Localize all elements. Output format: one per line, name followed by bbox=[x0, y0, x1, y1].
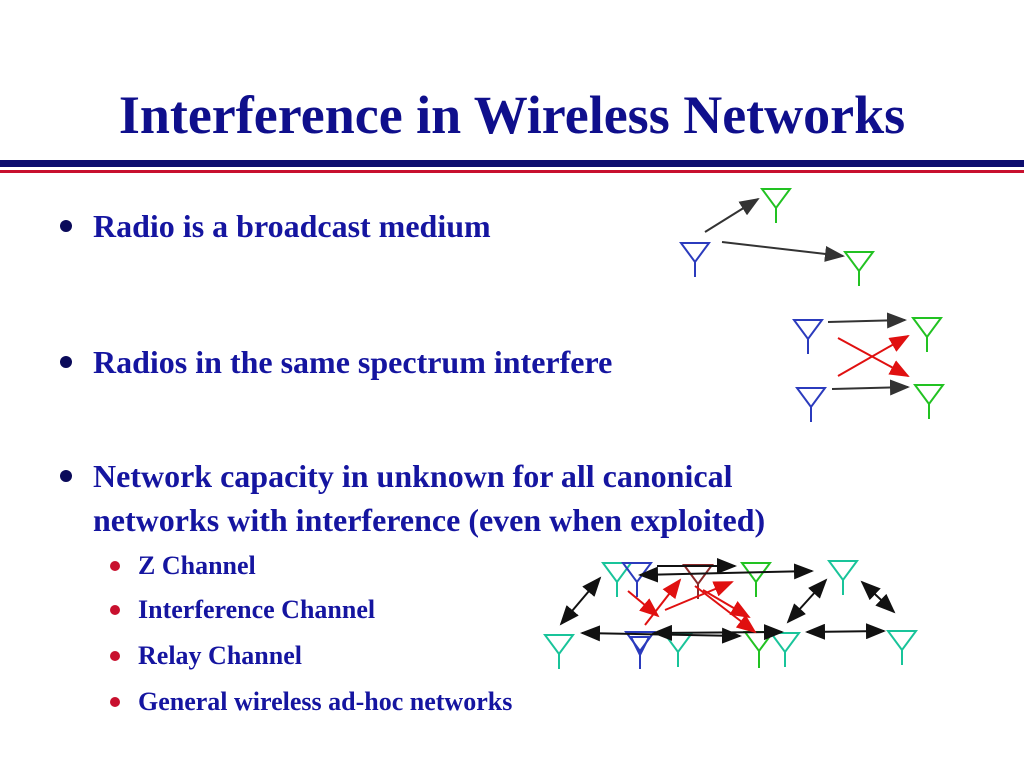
arrow-icon bbox=[702, 589, 751, 619]
arrow-icon bbox=[721, 241, 845, 262]
antenna-icon bbox=[911, 317, 943, 352]
arrow-icon bbox=[786, 578, 828, 624]
arrow-icon bbox=[580, 625, 742, 644]
bullet-dot bbox=[60, 356, 72, 368]
antenna-icon bbox=[621, 562, 653, 597]
sub-bullet-z-channel: Z Channel bbox=[138, 551, 256, 580]
sub-bullet-dot bbox=[110, 561, 120, 571]
arrow-icon bbox=[694, 585, 757, 634]
antenna-icon bbox=[743, 631, 775, 668]
sub-bullet-relay-channel: Relay Channel bbox=[138, 641, 302, 670]
antenna-icon bbox=[543, 634, 575, 669]
sub-bullet-adhoc: General wireless ad-hoc networks bbox=[138, 687, 513, 716]
antenna-icon bbox=[827, 560, 859, 595]
arrow-icon bbox=[837, 337, 910, 377]
antenna-icon bbox=[843, 251, 875, 286]
antenna-icon bbox=[795, 387, 827, 422]
bullet-dot bbox=[60, 470, 72, 482]
antenna-icon bbox=[601, 562, 633, 597]
antenna-icon bbox=[679, 242, 711, 277]
arrow-icon bbox=[860, 580, 896, 614]
arrow-icon bbox=[827, 312, 907, 329]
arrow-icon bbox=[831, 379, 910, 396]
bullet-interfere: Radios in the same spectrum interfere bbox=[93, 344, 613, 380]
arrow-icon bbox=[652, 624, 784, 641]
slide-title: Interference in Wireless Networks bbox=[118, 85, 906, 145]
antenna-icon bbox=[740, 562, 772, 597]
arrow-icon bbox=[638, 563, 814, 583]
arrow-icon bbox=[644, 578, 682, 626]
arrow-icon bbox=[805, 623, 886, 640]
antenna-icon bbox=[913, 384, 945, 419]
arrow-icon bbox=[559, 576, 602, 626]
antenna-icon bbox=[682, 564, 714, 599]
arrow-icon bbox=[627, 590, 660, 618]
arrow-icon bbox=[704, 197, 760, 233]
bullet-capacity-line1: Network capacity in unknown for all cano… bbox=[93, 458, 733, 494]
antenna-icon bbox=[760, 188, 792, 223]
sub-bullet-interference-channel: Interference Channel bbox=[138, 595, 376, 624]
antenna-icon bbox=[662, 632, 694, 667]
bullet-capacity-line2: networks with interference (even when ex… bbox=[93, 502, 766, 538]
antenna-icon bbox=[792, 319, 824, 354]
arrow-icon bbox=[664, 581, 734, 611]
title-rule-blue bbox=[0, 160, 1024, 167]
bullet-broadcast: Radio is a broadcast medium bbox=[93, 208, 491, 244]
antenna-icon bbox=[624, 631, 656, 669]
arrow-icon bbox=[837, 335, 910, 377]
antenna-icon bbox=[886, 630, 918, 665]
antenna-icon bbox=[769, 632, 801, 667]
sub-bullet-dot bbox=[110, 605, 120, 615]
bullet-dot bbox=[60, 220, 72, 232]
sub-bullet-dot bbox=[110, 697, 120, 707]
sub-bullet-dot bbox=[110, 651, 120, 661]
antenna-icon bbox=[629, 636, 651, 658]
title-rule-red bbox=[0, 170, 1024, 173]
